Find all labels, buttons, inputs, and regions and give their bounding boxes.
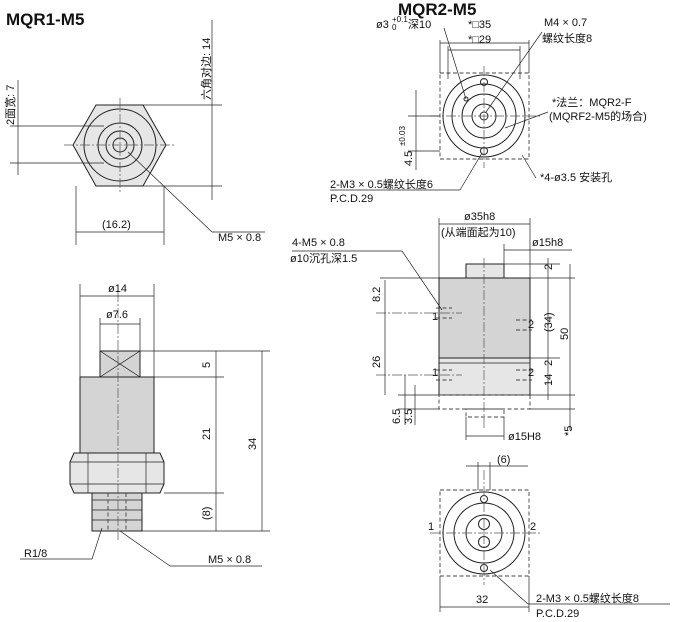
label-dia-15H8: ø15H8: [508, 431, 541, 443]
label-dim-3-5: 3.5: [403, 409, 415, 424]
hex-nut-outline: [72, 104, 167, 187]
label-center-thread: M4 × 0.7: [544, 17, 587, 29]
label-hex-across-flats: 六角对边: 14: [199, 38, 213, 100]
label-bore-dia: ø3: [376, 19, 389, 31]
mqr1-top-view: [10, 20, 265, 245]
label-ports-4m5: 4-M5 × 0.8: [292, 237, 345, 249]
r18-thread: [91, 492, 143, 532]
label-dim-21: 21: [201, 428, 213, 440]
label-center-thread-len: 螺纹长度8: [542, 31, 592, 45]
main-block: [438, 277, 531, 359]
label-dim-6-paren: (6): [497, 454, 510, 466]
label-dim-2-top: 2: [543, 264, 555, 270]
label-dim-8-2: 8.2: [371, 287, 383, 302]
mqr2-side-view: [292, 218, 575, 440]
label-width-16-2: (16.2): [102, 219, 131, 231]
label-dim-34-paren: (34): [543, 312, 555, 332]
mqr2-top-view: [330, 27, 549, 191]
label-dia-15h8-top: ø15h8: [532, 237, 563, 249]
flange-side: [438, 394, 531, 410]
top-spigot: [465, 263, 505, 279]
label-bore-depth-word: 深10: [408, 18, 431, 31]
label-counterbore: ø10沉孔深1.5: [290, 252, 357, 265]
label-dim-34: 34: [247, 438, 259, 450]
label-sq29: *□29: [468, 34, 491, 46]
title-mqr2: MQR2-M5: [398, 0, 477, 19]
label-bore-tol: +0.1: [392, 15, 408, 24]
label-dim-8: (8): [201, 507, 213, 520]
label-port-1-bottom: 1: [428, 521, 434, 533]
label-port-2-lower: 2: [528, 367, 534, 379]
label-two-flats: 2面宽: 7: [3, 85, 17, 125]
label-dim-2-bottom: 2: [543, 360, 555, 366]
label-port-1-upper: 1: [432, 311, 438, 323]
label-port-1-lower: 1: [432, 367, 438, 379]
label-dim-5-star: *5: [563, 426, 575, 436]
label-flange-note: *法兰：MQR2-F: [552, 95, 632, 109]
label-bottom-m5: M5 × 0.8: [208, 554, 251, 566]
bore-hole: [463, 96, 469, 102]
label-sq35: *□35: [468, 19, 491, 31]
label-port-2-upper: 2: [528, 319, 534, 331]
label-thread-r18: R1/8: [24, 548, 47, 560]
label-dim-5: 5: [201, 362, 213, 368]
bottom-spigot: [465, 408, 505, 418]
label-dia-14: ø14: [108, 283, 127, 295]
label-m3-bottom: 2-M3 × 0.5螺纹长度8: [536, 591, 639, 605]
label-m3-thread: 2-M3 × 0.5螺纹长度6: [330, 177, 433, 191]
label-port-m5: M5 × 0.8: [218, 232, 261, 244]
label-dim-26: 26: [371, 356, 383, 368]
mqr1-side-view: [20, 284, 270, 567]
label-bore-tol-low: 0: [392, 23, 397, 32]
label-mount-holes: *4-ø3.5 安装孔: [540, 170, 612, 184]
label-dim-32: 32: [476, 594, 488, 606]
label-dia-35h8: ø35h8: [464, 211, 495, 223]
hex-nut-side: [69, 452, 165, 494]
label-dim-14: 14: [543, 374, 555, 386]
label-dia-7-6: ø7.6: [106, 309, 128, 321]
label-dim-50: 50: [559, 328, 571, 340]
label-dim-4-5: 4.5: [403, 151, 415, 166]
label-flange-note2: (MQRF2-M5的场合): [549, 109, 647, 123]
label-pcd-top: P.C.D.29: [330, 193, 373, 205]
label-dim-6-5: 6.5: [391, 409, 403, 424]
label-port-2-bottom: 2: [530, 521, 536, 533]
label-dim-4-5-tol: ±0.03: [398, 125, 407, 146]
lower-block: [438, 357, 531, 396]
title-mqr1: MQR1-M5: [6, 10, 85, 29]
label-from-end: (从端面起为10): [441, 226, 516, 239]
mqr2-bottom-view: [430, 462, 670, 612]
label-pcd-bottom: P.C.D.29: [536, 608, 579, 620]
main-body: [79, 376, 155, 454]
